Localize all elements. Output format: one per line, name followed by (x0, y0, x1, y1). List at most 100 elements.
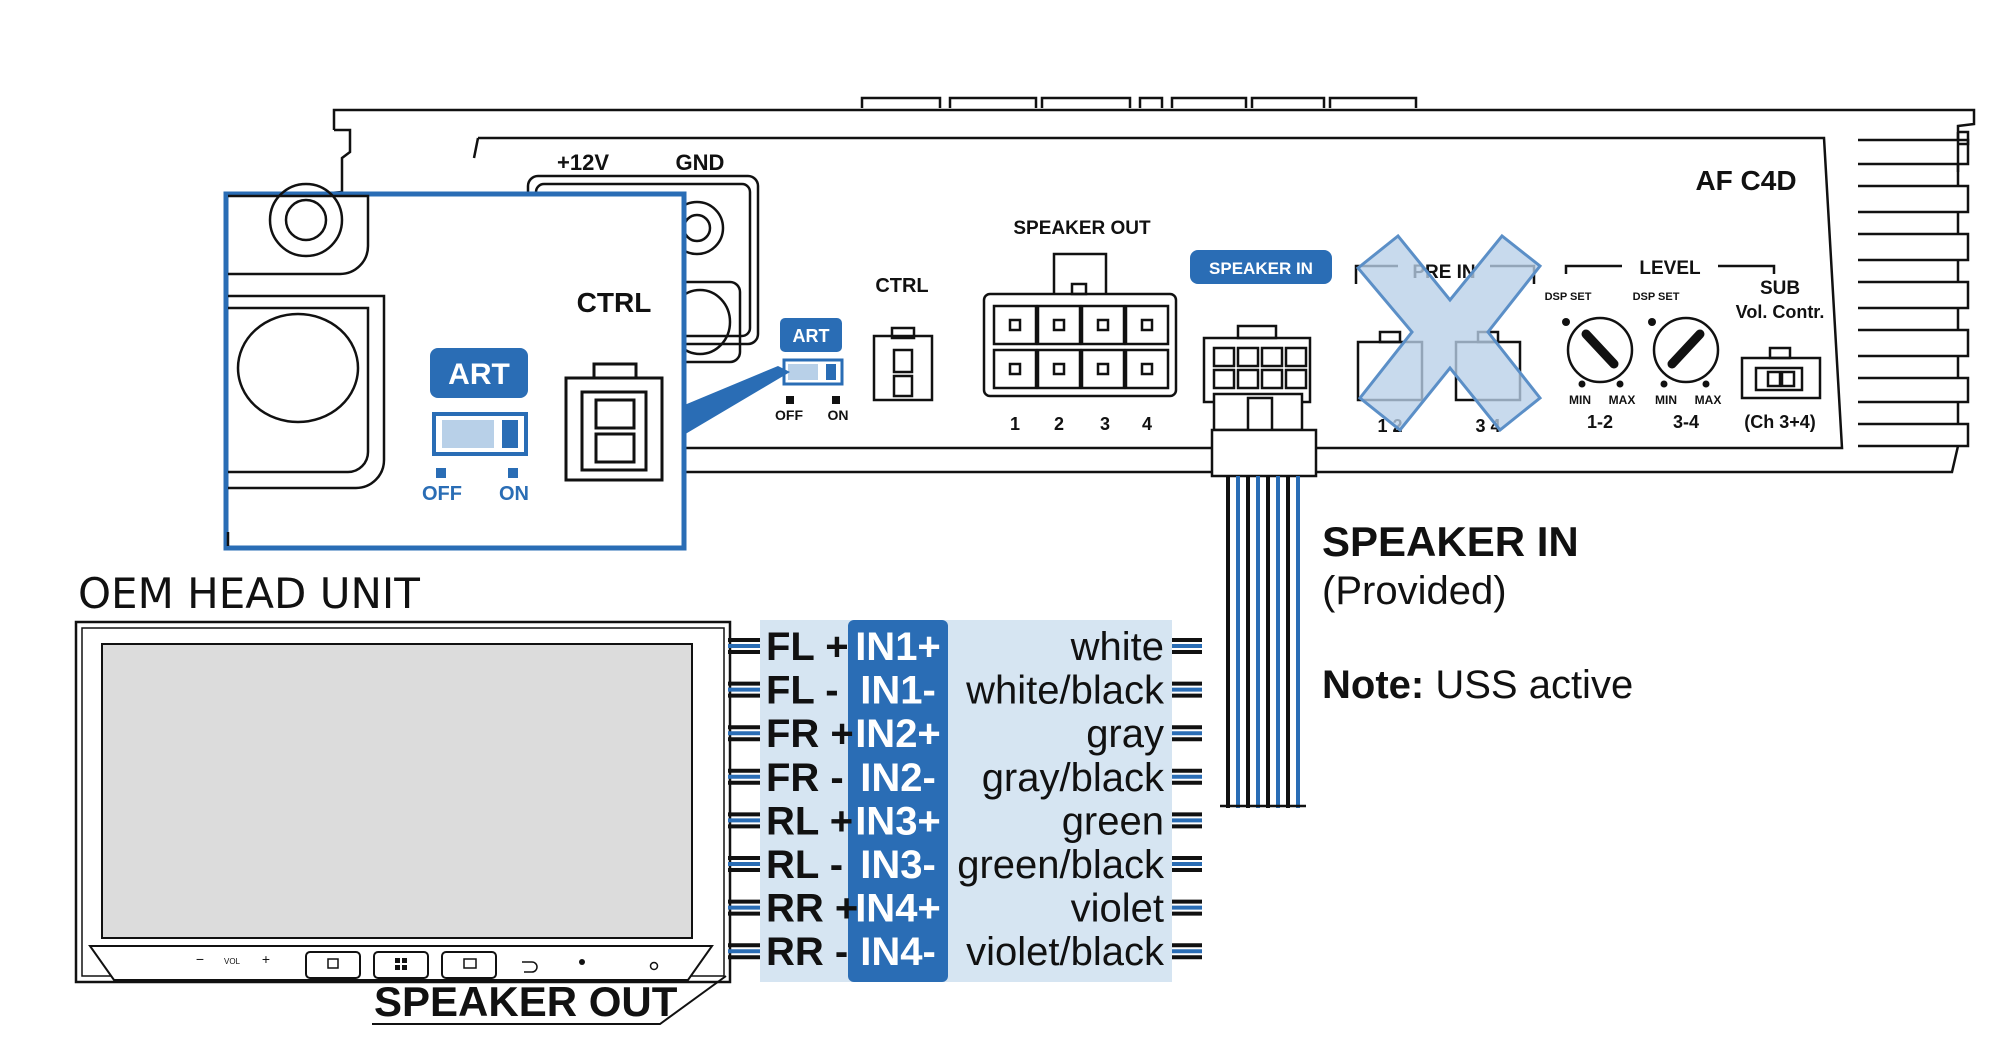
wiring-row: RR +IN4+ violet (728, 887, 1202, 931)
wiring-row: FR - IN2- gray/black (728, 756, 1202, 800)
input-label: IN4+ (855, 887, 941, 931)
wire-color: violet (1071, 887, 1164, 931)
harness-subtitle: (Provided) (1322, 569, 1507, 613)
not-used-cross-icon (1355, 233, 1543, 433)
art-small-label: ART (793, 326, 830, 346)
harness-wires (1220, 476, 1306, 808)
zoom-art-off: OFF (422, 483, 462, 505)
speaker-in-connector (1202, 324, 1318, 478)
svg-text:SPEAKER IN: SPEAKER IN (1209, 259, 1313, 278)
power-icon (649, 961, 659, 971)
pin-4: 4 (1142, 414, 1152, 434)
level-knob-1-2 (1566, 316, 1634, 388)
wire-color: violet/black (966, 930, 1165, 974)
channel-label: FL + (766, 625, 849, 669)
head-unit-screen (101, 643, 693, 939)
zoom-ctrl-connector (564, 362, 664, 482)
knob2-min: MIN (1655, 393, 1677, 407)
zoom-terminals (226, 182, 386, 546)
zoom-art-on: ON (499, 483, 529, 505)
pre-in-section: PRE IN 1 2 3 4 (1354, 233, 1543, 436)
channel-label: FR + (766, 712, 854, 756)
input-label: IN2+ (855, 712, 941, 756)
input-label: IN3- (860, 843, 936, 887)
power-gnd-label: GND (676, 150, 725, 175)
knob2-label: 3-4 (1673, 412, 1699, 432)
phone-button[interactable] (441, 951, 497, 979)
speaker-out-pins: 1 2 3 4 (1010, 414, 1152, 434)
mic-icon (579, 959, 585, 965)
wire-color: green (1062, 799, 1164, 843)
zoom-pointer (682, 366, 790, 436)
wire-color: gray (1086, 712, 1164, 756)
speaker-out-leader (372, 975, 727, 1025)
level-label: LEVEL (1639, 258, 1701, 279)
power-plus-label: +12V (557, 150, 609, 175)
source-button[interactable] (305, 951, 361, 979)
channel-label: RR - (766, 930, 848, 974)
input-label: IN2- (860, 756, 936, 800)
amp-labels: AF C4D +12V GND CTRL SPEAKER OUT (557, 150, 1797, 297)
speaker-out-label: SPEAKER OUT (1013, 218, 1151, 239)
input-label: IN1+ (855, 625, 941, 669)
pin-3: 3 (1100, 414, 1110, 434)
channel-label: FR - (766, 756, 844, 800)
sub-vol-label: Vol. Contr. (1736, 302, 1825, 322)
wiring-row: FR +IN2+ gray (728, 712, 1202, 756)
art-small-on: ON (828, 407, 849, 423)
vol-plus-icon: + (262, 951, 270, 967)
speaker-out-callout: SPEAKER OUT (374, 978, 678, 1025)
wire-color: white (1070, 625, 1164, 669)
ctrl-connector (872, 326, 934, 402)
knob1-label: 1-2 (1587, 412, 1613, 432)
ctrl-label: CTRL (875, 275, 928, 297)
head-unit: − VOL + (74, 620, 732, 984)
sub-channels: (Ch 3+4) (1744, 412, 1816, 432)
sub-control: SUB Vol. Contr. (Ch 3+4) (1736, 278, 1825, 432)
channel-label: RL + (766, 799, 853, 843)
level-section: LEVEL DSP SET DSP SET MIN MAX MIN MAX 1-… (1545, 258, 1776, 432)
wire-color: green/black (957, 843, 1165, 887)
vol-minus-icon: − (196, 951, 204, 967)
source-icon (327, 958, 339, 969)
wiring-row: RR - IN4- violet/black (728, 930, 1202, 974)
menu-button[interactable] (373, 951, 429, 979)
input-label: IN3+ (855, 799, 941, 843)
channel-label: RR + (766, 887, 858, 931)
knob1-max: MAX (1609, 393, 1636, 407)
back-icon (522, 961, 538, 973)
sub-label: SUB (1760, 278, 1800, 299)
wire-color: gray/black (982, 756, 1165, 800)
art-switch-small: ART OFF ON (775, 318, 849, 423)
note-text: USS active (1424, 663, 1633, 707)
zoom-art-label: ART (448, 358, 510, 391)
wiring-row: RL - IN3- green/black (728, 843, 1202, 887)
speaker-in-badge: SPEAKER IN (1190, 250, 1332, 284)
input-column (848, 620, 948, 982)
art-badge (430, 348, 528, 398)
channel-label: RL - (766, 843, 843, 887)
phone-icon (463, 958, 477, 969)
knob1-min: MIN (1569, 393, 1591, 407)
level-knob-3-4 (1652, 316, 1720, 388)
zoom-ctrl-label: CTRL (577, 287, 652, 318)
wiring-table-bg (760, 620, 1172, 982)
dsp-set-2: DSP SET (1633, 291, 1680, 303)
art-small-off: OFF (775, 407, 803, 423)
note-bold: Note: (1322, 663, 1424, 707)
channel-label: FL - (766, 669, 839, 713)
grid-icon (395, 958, 407, 970)
harness-title: SPEAKER IN (1322, 518, 1579, 565)
zoom-inset: ART OFF ON CTRL (223, 182, 687, 551)
input-label: IN4- (860, 930, 936, 974)
pin-2: 2 (1054, 414, 1064, 434)
head-unit-title: OEM HEAD UNIT (78, 569, 420, 618)
art-toggle-big (432, 412, 528, 456)
model-name: AF C4D (1695, 165, 1796, 196)
speaker-out-connector (982, 252, 1178, 398)
wiring-row: FL +IN1+ white (728, 625, 1202, 669)
knob2-max: MAX (1695, 393, 1722, 407)
